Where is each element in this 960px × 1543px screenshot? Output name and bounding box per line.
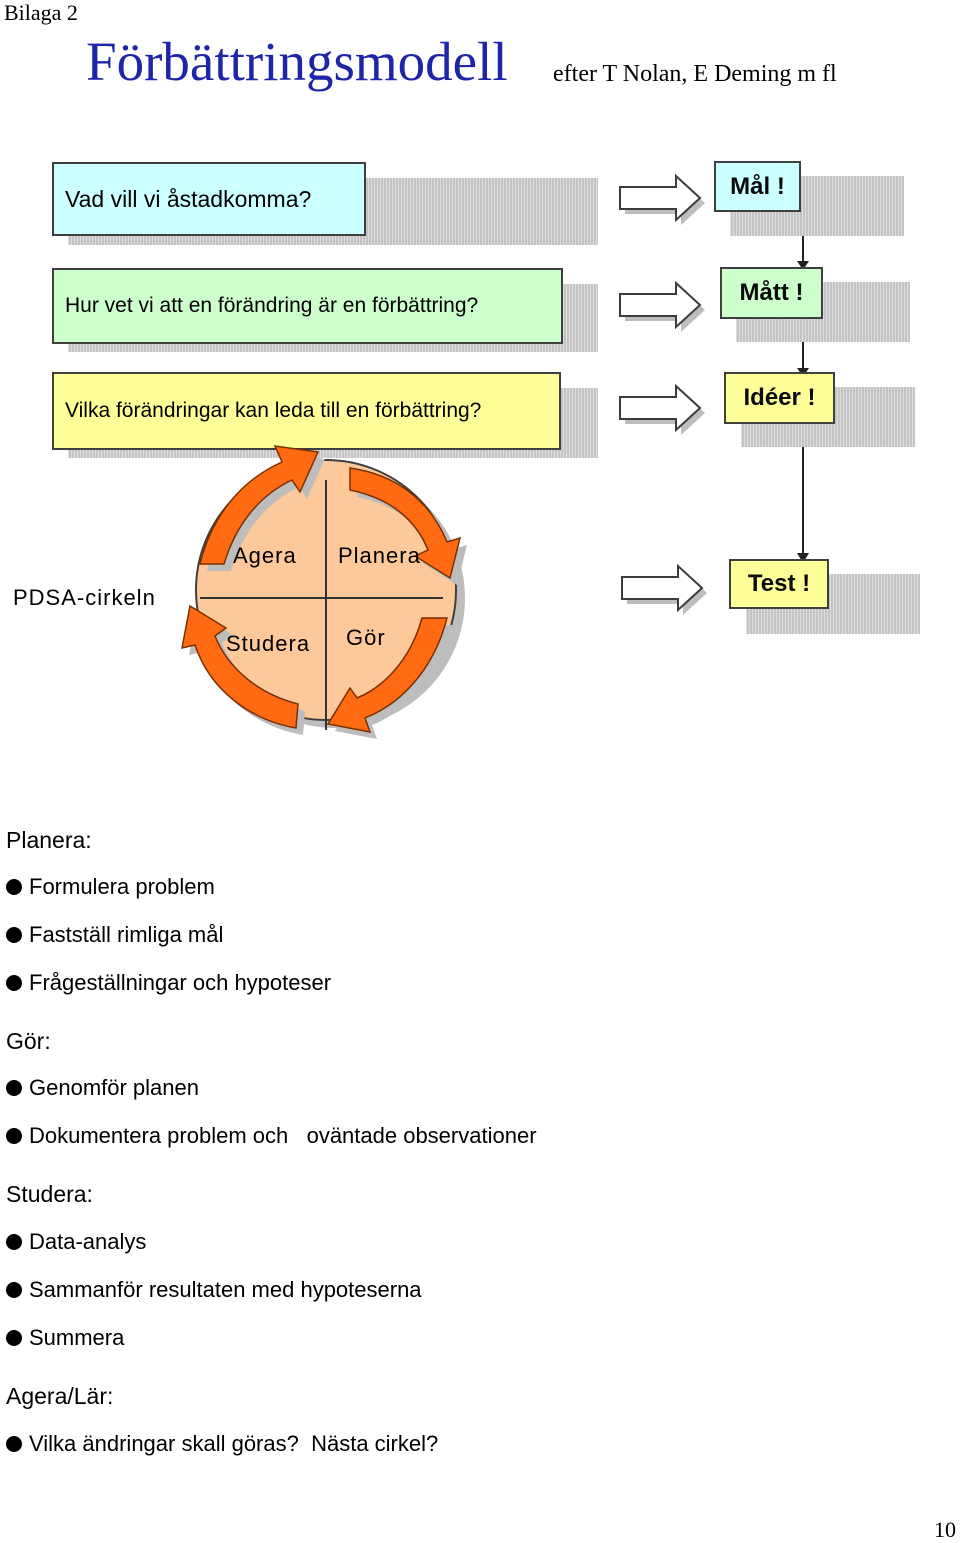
question-box-measure: Hur vet vi att en förändring är en förbä… (52, 268, 563, 344)
appendix-label: Bilaga 2 (4, 0, 78, 25)
question-goal-text: Vad vill vi åstadkomma? (65, 185, 312, 212)
list-item: Data-analys (6, 1229, 146, 1255)
right-arrow-icon (619, 282, 706, 333)
bullet-icon (6, 975, 22, 991)
list-item-text: Fastställ rimliga mål (29, 922, 224, 947)
bullet-icon (6, 1080, 22, 1096)
list-item-text: Summera (29, 1325, 125, 1350)
list-item: Frågeställningar och hypoteser (6, 970, 331, 996)
list-item: Formulera problem (6, 874, 215, 900)
list-item-text: Dokumentera problem och oväntade observa… (29, 1123, 537, 1148)
list-item: Vilka ändringar skall göras? Nästa cirke… (6, 1431, 438, 1457)
bullet-icon (6, 1330, 22, 1346)
page-subtitle: efter T Nolan, E Deming m fl (553, 61, 837, 87)
section-title-plan: Planera: (6, 827, 92, 853)
cycle-arrow-icon (349, 467, 462, 580)
answer-measure: Mått ! (720, 267, 823, 319)
quadrant-study: Studera (226, 631, 311, 656)
question-measure-text: Hur vet vi att en förändring är en förbä… (65, 294, 479, 317)
list-item: Genomför planen (6, 1075, 199, 1101)
bullet-icon (6, 927, 22, 943)
pdsa-label: PDSA-cirkeln (13, 585, 156, 610)
answer-ideas: Idéer ! (724, 372, 835, 424)
list-item-text: Frågeställningar och hypoteser (29, 970, 332, 995)
question-box-goal: Vad vill vi åstadkomma? (52, 162, 366, 236)
right-arrow-icon (621, 565, 708, 616)
right-arrow-icon (619, 175, 706, 226)
list-item-text: Vilka ändringar skall göras? Nästa cirke… (29, 1431, 439, 1456)
cycle-arrow-icon (181, 604, 299, 729)
pdsa-cycle (181, 445, 467, 739)
section-title-do: Gör: (6, 1028, 51, 1054)
list-item-text: Data-analys (29, 1229, 147, 1254)
bullet-icon (6, 1436, 22, 1452)
cycle-arrow-icon (326, 617, 448, 733)
list-item: Summera (6, 1325, 124, 1351)
list-item: Sammanför resultaten med hypoteserna (6, 1277, 422, 1303)
answer-goal: Mål ! (714, 161, 801, 212)
section-title-study: Studera: (6, 1181, 93, 1207)
cycle-arrow-icon (199, 445, 320, 565)
list-item-text: Formulera problem (29, 874, 215, 899)
right-arrow-icon (619, 385, 706, 436)
bullet-icon (6, 879, 22, 895)
answer-test: Test ! (729, 559, 829, 609)
question-box-ideas: Vilka förändringar kan leda till en förb… (52, 372, 561, 450)
bullet-icon (6, 1234, 22, 1250)
page-number: 10 (934, 1517, 956, 1542)
page-title: Förbättringsmodell (86, 31, 508, 92)
bullet-icon (6, 1282, 22, 1298)
list-item: Fastställ rimliga mål (6, 922, 223, 948)
quadrant-plan: Planera (338, 543, 421, 568)
arrowhead-icon (797, 261, 809, 270)
list-item-text: Sammanför resultaten med hypoteserna (29, 1277, 422, 1302)
list-item: Dokumentera problem och oväntade observa… (6, 1123, 537, 1149)
quadrant-act: Agera (233, 543, 297, 568)
arrowhead-icon (797, 553, 809, 563)
quadrant-do: Gör (346, 625, 386, 650)
bullet-icon (6, 1128, 22, 1144)
section-title-act: Agera/Lär: (6, 1383, 114, 1409)
list-item-text: Genomför planen (29, 1075, 199, 1100)
question-ideas-text: Vilka förändringar kan leda till en förb… (65, 399, 482, 422)
